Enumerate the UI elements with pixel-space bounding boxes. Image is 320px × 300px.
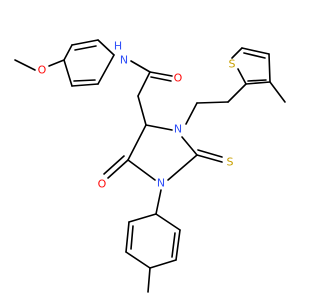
anisole-ring-bond <box>63 59 73 87</box>
tolyl-ring-bond <box>175 229 181 261</box>
ethyl-bond <box>196 101 229 104</box>
bond-lines <box>14 39 286 293</box>
anisole-double-bond <box>73 79 96 82</box>
tolyl-methyl-bond <box>147 267 151 293</box>
anisole-double-bond <box>74 45 97 51</box>
ketone-oxygen-label: O <box>98 178 107 191</box>
anisole-ring-bond <box>63 44 73 61</box>
ketone-bond <box>107 159 129 179</box>
anisole-ring-bond <box>97 54 115 85</box>
carbonyl-bond <box>149 71 173 77</box>
tolyl-double-bond <box>171 232 176 258</box>
thiophene-ring-bond <box>231 47 243 59</box>
tolyl-ring-bond <box>155 213 181 231</box>
thiophene-double-bond <box>247 79 267 82</box>
thiophene-ring-bond <box>241 47 270 55</box>
methyl-bond <box>14 59 36 71</box>
thiophene-link-bond <box>227 83 247 103</box>
ketone-double-bond <box>103 155 125 175</box>
ring-bond <box>167 154 198 181</box>
amide-oxygen-label: O <box>174 72 183 85</box>
amide-hydrogen-label: H <box>114 40 122 53</box>
molecule-diagram: O N H O S N N O S <box>14 39 286 293</box>
ring-bond <box>127 124 147 161</box>
thiophene-ring-bond <box>245 81 271 85</box>
tolyl-ring-bond <box>125 251 151 269</box>
ring-bond <box>127 159 156 181</box>
thiophene-ring-bond <box>268 53 271 83</box>
carbonyl-double-bond <box>150 76 172 82</box>
methoxy-oxygen-label: O <box>38 64 47 77</box>
anisole-ring-bond <box>71 83 99 87</box>
amide-nitrogen-label: N <box>120 54 128 67</box>
ring-nitrogen-3-label: N <box>174 123 182 136</box>
tolyl-link-bond <box>155 189 162 215</box>
tolyl-ring-bond <box>125 221 130 253</box>
ethyl-bond <box>185 102 198 125</box>
amide-ch2-bond <box>137 71 151 97</box>
methoxy-bond <box>48 59 65 67</box>
ring-nitrogen-1-label: N <box>157 177 165 190</box>
tolyl-ring-bond <box>128 213 157 223</box>
ch2-ring-bond <box>137 95 147 126</box>
thiophene-methyl-bond <box>269 81 286 103</box>
thione-bond <box>196 154 223 163</box>
thiophene-sulfur-label: S <box>229 58 236 71</box>
anisole-ring-bond <box>97 39 115 56</box>
thione-sulfur-label: S <box>227 156 234 169</box>
amide-n-c-bond <box>130 60 151 73</box>
anisole-ring-bond <box>71 39 99 46</box>
tolyl-double-bond <box>130 225 134 250</box>
ring-bond <box>145 124 173 131</box>
thiophene-ring-bond <box>237 68 247 85</box>
ring-bond <box>181 136 198 156</box>
tolyl-ring-bond <box>149 259 177 269</box>
thiophene-double-bond <box>243 52 266 59</box>
atom-labels: O N H O S N N O S <box>38 40 236 191</box>
thione-double-bond <box>197 149 223 158</box>
